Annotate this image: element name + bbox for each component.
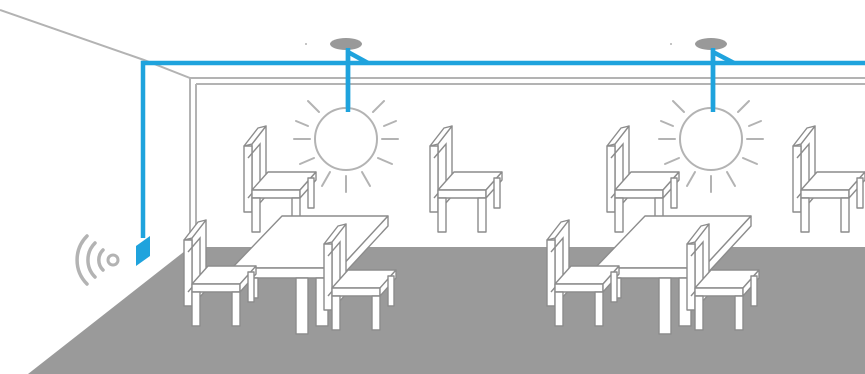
wire-main-run bbox=[140, 60, 865, 238]
room-walls bbox=[0, 9, 865, 247]
switch-module-box bbox=[136, 236, 150, 266]
ceiling-lamp-1 bbox=[293, 37, 399, 193]
wifi-signal-icon bbox=[75, 234, 120, 286]
ceiling-lamp-2 bbox=[658, 37, 764, 193]
wall-switch-module bbox=[136, 236, 150, 266]
